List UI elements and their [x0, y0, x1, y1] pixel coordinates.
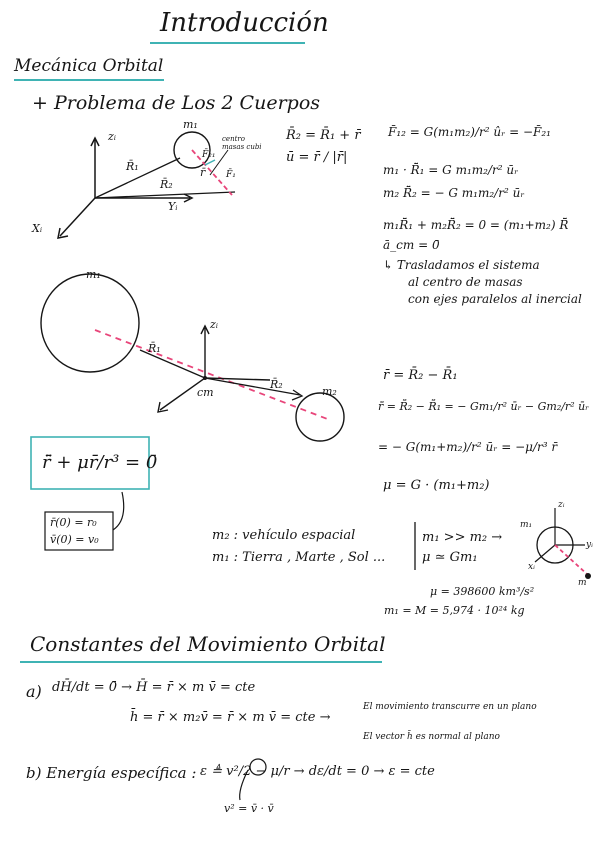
rel2-eq-2: = − G(m₁+m₂)/r² ūᵣ = −μ/r³ r̄ [378, 440, 558, 454]
sd-m: m [578, 578, 587, 588]
item-a-eq1: dH̄/dt = 0̄ → H̄ = r̄ × m v̄ = cte [52, 680, 256, 695]
section-heading-mecanica: Mecánica Orbital [14, 56, 164, 76]
body-m1: m₁ : Tierra , Marte , Sol ... [212, 550, 386, 565]
item-b-label: b) Energía específica : [26, 764, 197, 782]
d2-m2: m₂ [322, 385, 337, 398]
force-eq-3: m₁R̄̈₁ + m₂R̄̈₂ = 0 = (m₁+m₂) R̄̈ [383, 218, 569, 232]
mass-value: m₁ = M = 5,974 · 10²⁴ kg [384, 604, 525, 617]
d1-cm-label: centro masas cubi [222, 135, 262, 151]
item-a-eq2: h̄ = r̄ × m₂v̄ = r̄ × m v̄ = cte → [130, 710, 331, 725]
d1-x: Xᵢ [32, 222, 43, 235]
d2-z: zᵢ [210, 318, 219, 331]
d2-m1: m₁ [86, 268, 101, 281]
item-a-note1: El movimiento transcurre en un plano [363, 702, 537, 712]
rel2-eq-1: r̄̈ = R̄̈₂ − R̄̈₁ = − Gm₁/r² ūᵣ − Gm₂/r²… [378, 400, 589, 413]
initial-condition-v: v̄(0) = v₀ [50, 533, 99, 546]
mu-value: μ = 398600 km³/s² [430, 585, 535, 598]
force-eq-7: con ejes paralelos al inercial [408, 292, 582, 306]
sd-mI: m₁ [520, 520, 533, 530]
sd-y: yᵢ [586, 540, 593, 550]
item-a-note2: El vector h̄ es normal al plano [363, 732, 500, 742]
force-eq-4: ā_cm = 0̄ [383, 238, 440, 252]
rel-eq-u: ū = r̄ / |r̄| [286, 150, 348, 165]
rel-eq-R2: R̄₂ = R̄₁ + r̄ [286, 128, 361, 143]
d1-F21: F̄₂₁ [202, 150, 216, 160]
rel2-eq-0: r̄ = R̄₂ − R̄₁ [383, 368, 458, 383]
item-b-eq: ε ≜ v²/2 − μ/r → dε/dt = 0 → ε = cte [200, 764, 435, 779]
approx-0: m₁ >> m₂ → [422, 530, 503, 545]
d1-F12: F̄₁ [226, 170, 236, 180]
d2-R2: R̄₂ [270, 378, 283, 391]
force-eq-6: al centro de masas [408, 275, 523, 289]
item-b-sub: v² = v̄ · v̄ [224, 802, 274, 815]
page-title: Introducción [160, 8, 329, 38]
d2-cm: cm [197, 386, 214, 399]
item-a-label: a) [26, 682, 42, 701]
d1-m1: m₁ [183, 118, 198, 131]
initial-condition-r: r̄(0) = r₀ [50, 516, 97, 529]
d1-R1: R̄₁ [126, 160, 139, 173]
d1-r: r̄ [200, 166, 206, 179]
force-eq-2: m₂ R̄̈₂ = − G m₁m₂/r² ūᵣ [383, 186, 525, 200]
boxed-equation: r̄̈ + μr̄/r³ = 0̄ [42, 452, 158, 473]
approx-1: μ ≃ Gm₁ [422, 550, 478, 565]
sd-z: zᵢ [558, 500, 565, 510]
force-eq-1: m₁ · R̄̈₁ = G m₁m₂/r² ūᵣ [383, 163, 519, 177]
d1-R2: R̄₂ [160, 178, 173, 191]
body-m2: m₂ : vehículo espacial [212, 528, 356, 543]
sd-x: xᵢ [528, 562, 535, 572]
d1-z: zᵢ [108, 130, 117, 143]
section1-underline [14, 79, 164, 81]
problem-heading: + Problema de Los 2 Cuerpos [32, 92, 321, 114]
d1-y: Yᵢ [168, 200, 178, 213]
force-eq-0: F̄₁₂ = G(m₁m₂)/r² ûᵣ = −F̄₂₁ [388, 125, 551, 139]
title-underline [150, 42, 305, 44]
rel2-eq-3: μ = G · (m₁+m₂) [383, 478, 490, 493]
section-heading-constantes: Constantes del Movimiento Orbital [30, 632, 386, 656]
force-eq-5: ↳ Trasladamos el sistema [383, 258, 540, 272]
d2-R1: R̄₁ [148, 342, 161, 355]
